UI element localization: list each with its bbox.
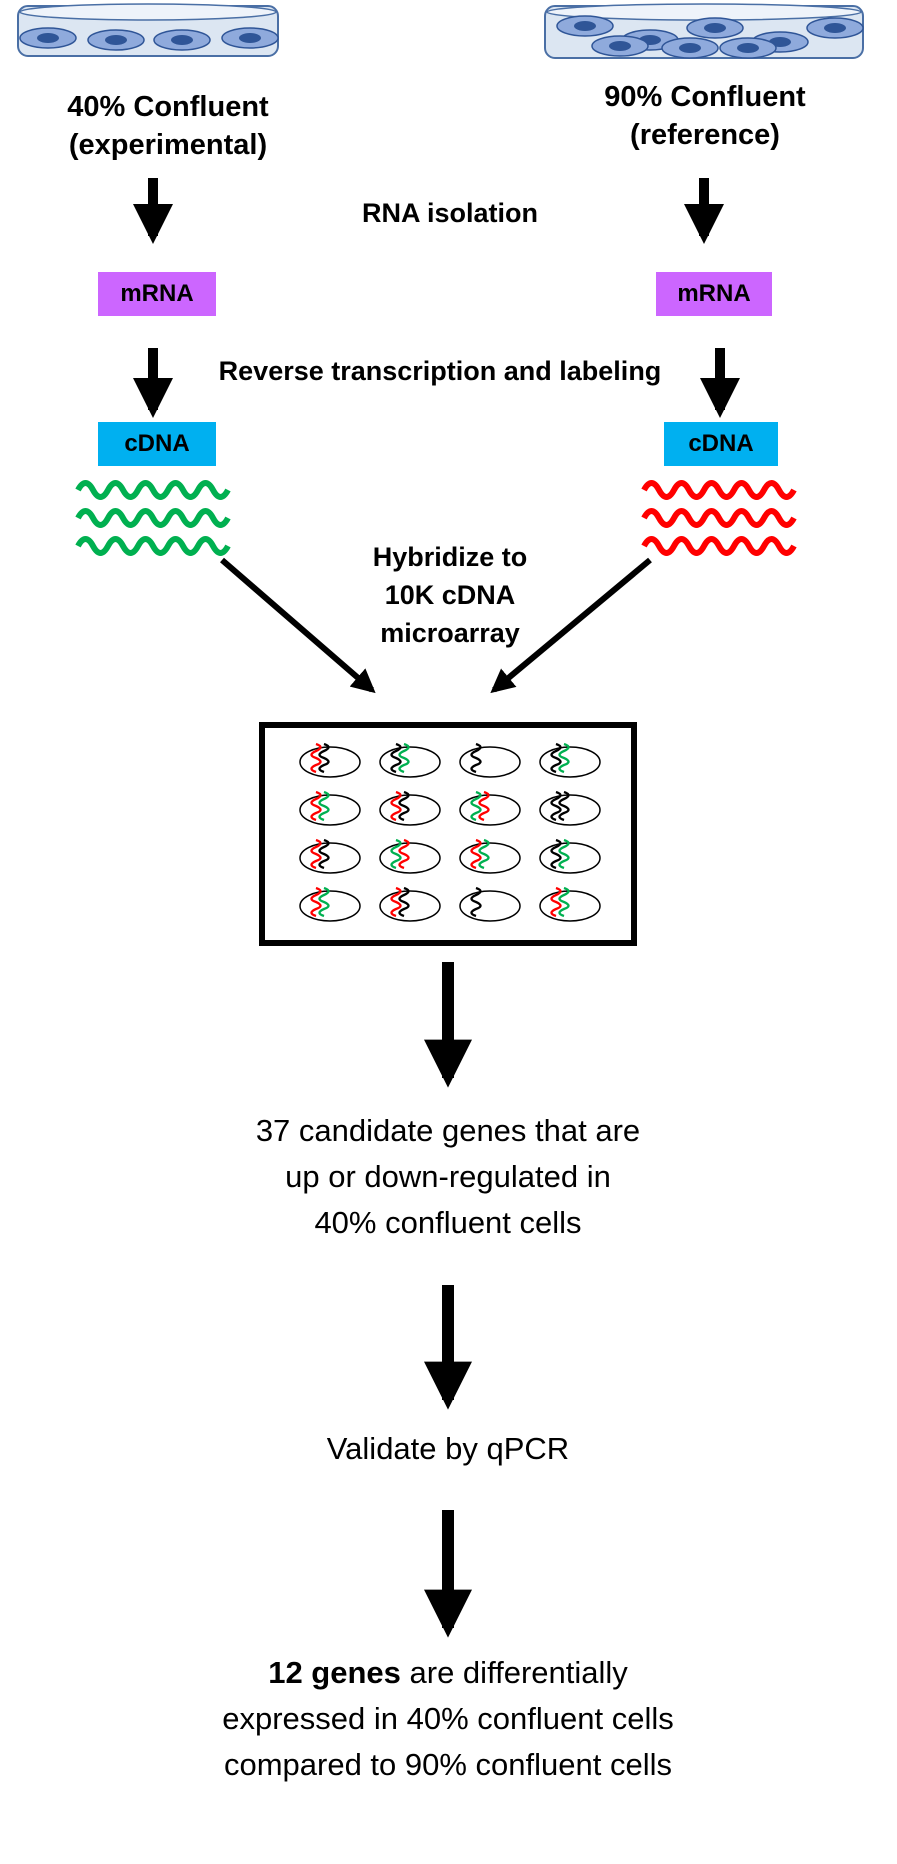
microarray-spot-icon: [539, 790, 601, 826]
cell-icon: [719, 37, 777, 59]
cell-icon: [87, 29, 145, 51]
final-result-text: 12 genes are differentially expressed in…: [118, 1650, 778, 1788]
experimental-title-line1: 40% Confluent: [67, 91, 269, 123]
final-line1: 12 genes are differentially: [118, 1650, 778, 1696]
labeled-cdna-wave-reference-icon: [641, 480, 797, 556]
hybridize-line3: microarray: [380, 618, 520, 648]
wave-strand-icon: [75, 536, 231, 556]
microarray-spot-icon: [539, 838, 601, 874]
experimental-title-line2: (experimental): [68, 129, 268, 161]
final-gene-count: 12 genes: [268, 1655, 401, 1690]
final-line3: compared to 90% confluent cells: [223, 1747, 673, 1782]
microarray-spot-icon: [299, 886, 361, 922]
cell-icon: [806, 17, 864, 39]
reference-title-line2: (reference): [630, 119, 780, 151]
rna-isolation-label: RNA isolation: [361, 198, 538, 228]
microarray-spot-icon: [299, 742, 361, 778]
cdna-reference-box: cDNA: [664, 422, 778, 466]
cell-icon: [591, 35, 649, 57]
wave-strand-icon: [641, 536, 797, 556]
hybridize-line1: Hybridize to: [372, 542, 528, 572]
arrow-diagonal-icon: [220, 557, 376, 694]
mrna-reference-box: mRNA: [656, 272, 772, 316]
arrow-diagonal-icon: [490, 557, 652, 694]
microarray-spot-icon: [459, 742, 521, 778]
candidate-genes-text: 37 candidate genes that are up or down-r…: [148, 1108, 748, 1246]
petri-dish-reference-icon: [544, 3, 864, 59]
wave-strand-icon: [75, 508, 231, 528]
wave-strand-icon: [75, 480, 231, 500]
petri-dish-experimental-icon: [17, 3, 279, 57]
candidate-line2: up or down-regulated in: [285, 1159, 611, 1194]
hybridize-label: Hybridize to 10K cDNA microarray: [300, 538, 600, 652]
cell-icon: [661, 37, 719, 59]
cell-icon: [556, 15, 614, 37]
wave-strand-icon: [641, 508, 797, 528]
microarray-spot-icon: [539, 886, 601, 922]
microarray-spot-icon: [459, 790, 521, 826]
cell-icon: [686, 17, 744, 39]
reference-title-line1: 90% Confluent: [604, 81, 806, 113]
cell-icon: [19, 27, 77, 49]
mrna-experimental-box: mRNA: [98, 272, 216, 316]
microarray-spot-icon: [299, 790, 361, 826]
reverse-transcription-label: Reverse transcription and labeling: [218, 356, 662, 386]
reference-sample-title: 90% Confluent (reference): [570, 78, 840, 154]
candidate-line3: 40% confluent cells: [314, 1205, 582, 1240]
candidate-line1: 37 candidate genes that are: [255, 1113, 641, 1148]
microarray-spot-icon: [379, 838, 441, 874]
final-line2: expressed in 40% confluent cells: [222, 1701, 674, 1736]
microarray-spot-icon: [379, 886, 441, 922]
microarray-spot-icon: [459, 838, 521, 874]
final-line1-rest: are differentially: [400, 1655, 628, 1690]
experimental-sample-title: 40% Confluent (experimental): [28, 88, 308, 164]
microarray-spot-icon: [379, 790, 441, 826]
microarray-spot-icon: [379, 742, 441, 778]
cell-icon: [221, 27, 279, 49]
labeled-cdna-wave-experimental-icon: [75, 480, 231, 556]
wave-strand-icon: [641, 480, 797, 500]
hybridize-line2: 10K cDNA: [384, 580, 516, 610]
microarray-spot-icon: [299, 838, 361, 874]
microarray-grid-icon: [259, 722, 637, 946]
cdna-experimental-box: cDNA: [98, 422, 216, 466]
microarray-spot-icon: [459, 886, 521, 922]
validate-qpcr-text: Validate by qPCR: [326, 1431, 570, 1466]
cell-icon: [153, 29, 211, 51]
microarray-spot-icon: [539, 742, 601, 778]
